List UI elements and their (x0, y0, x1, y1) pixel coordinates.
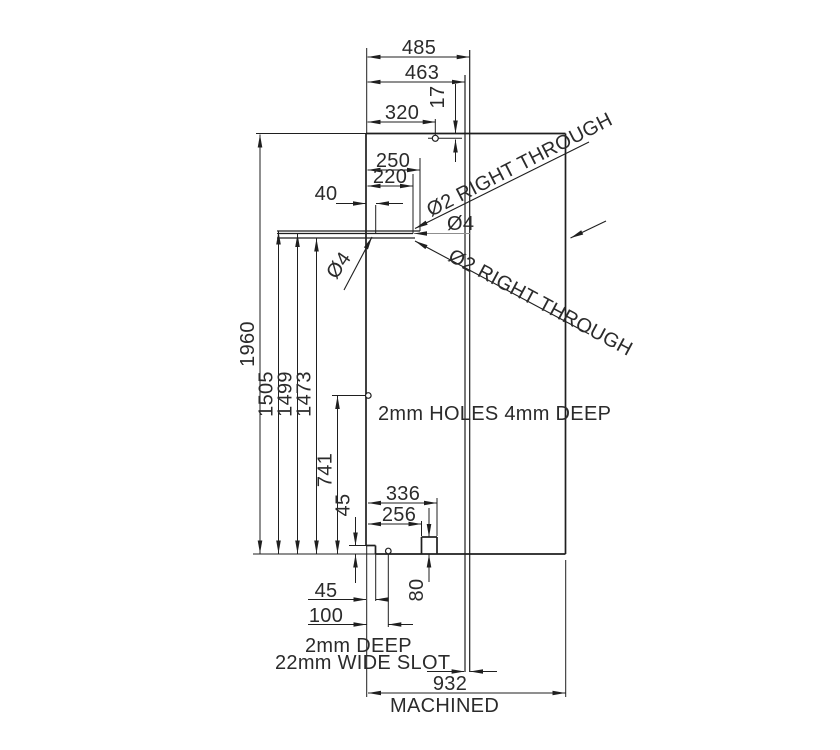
dimension-arrowhead (451, 669, 465, 674)
dimension-arrowhead (368, 690, 381, 696)
leader-dia2-lower (414, 240, 590, 335)
dim-45-vertical: 45 (333, 494, 355, 517)
dimension-arrowhead (426, 524, 432, 537)
dimension-arrowhead (257, 134, 263, 148)
dim-1505: 1505 (256, 371, 278, 417)
dimension-arrowhead (335, 540, 340, 554)
dim-256: 256 (382, 504, 416, 526)
dimension-arrowhead (257, 540, 263, 554)
note-dia4: Ø4 (447, 213, 474, 235)
dim-320: 320 (385, 102, 419, 124)
dimension-arrowhead (353, 201, 366, 206)
dimension-arrowhead (353, 532, 358, 546)
dimension-arrowhead (353, 622, 367, 627)
dimension-arrowhead (415, 220, 428, 229)
dim-1499: 1499 (275, 371, 297, 417)
dim-17: 17 (427, 86, 449, 109)
dimension-arrowhead (368, 521, 381, 527)
leader-dia2-upper (414, 141, 590, 229)
dimension-arrowhead (367, 79, 381, 85)
dimension-arrowhead (424, 500, 437, 506)
dimension-arrowhead (376, 201, 389, 206)
dimension-arrowhead (453, 139, 458, 153)
dim-1960: 1960 (237, 321, 259, 367)
dim-100: 100 (309, 605, 343, 627)
dimension-arrowhead (314, 540, 319, 554)
dimension-arrowhead (408, 521, 422, 527)
dimension-arrowhead (453, 120, 458, 134)
dim-463: 463 (405, 62, 439, 84)
note-machined: MACHINED (390, 695, 499, 717)
dimension-arrowhead (367, 167, 381, 173)
dim-220: 220 (373, 166, 407, 188)
dim-40: 40 (315, 183, 338, 205)
dimension-arrowhead (295, 540, 300, 554)
dimension-arrowhead (367, 119, 381, 125)
dimension-arrowhead (367, 183, 381, 189)
dim-80: 80 (406, 579, 428, 602)
dimension-arrowhead (470, 669, 483, 674)
dimension-arrowhead (570, 230, 584, 238)
dimension-arrowhead (552, 690, 566, 696)
dim-485: 485 (402, 37, 436, 59)
dimension-arrowhead (335, 396, 340, 409)
dimension-arrowhead (422, 119, 436, 125)
note-slot-depth: 2mm DEEP (305, 635, 412, 657)
dimension-arrowhead (456, 54, 470, 60)
dimension-arrowhead (363, 237, 372, 250)
dim-741: 741 (315, 453, 337, 487)
dimension-arrowhead (414, 231, 427, 236)
dimension-arrowhead (452, 79, 465, 85)
dimension-arrowhead (367, 54, 381, 60)
dimension-arrowhead (314, 238, 319, 252)
hole-top (431, 134, 439, 142)
dim-336: 336 (386, 483, 420, 505)
dim-45-bottom: 45 (315, 580, 338, 602)
dim-932: 932 (433, 673, 467, 695)
note-holes: 2mm HOLES 4mm DEEP (378, 403, 611, 425)
dim-250: 250 (376, 150, 410, 172)
dimension-arrowhead (375, 597, 389, 602)
dimension-arrowhead (407, 167, 420, 173)
hole-middle (364, 392, 372, 399)
dimension-arrowhead (276, 231, 281, 245)
dim-1473: 1473 (294, 371, 316, 417)
dimension-arrowhead (368, 500, 381, 506)
hole-bottom (384, 547, 392, 555)
dimension-arrowhead (295, 234, 300, 247)
note-slot-width: 22mm WIDE SLOT (275, 652, 450, 674)
dimension-arrowhead (353, 597, 367, 602)
dimension-arrowhead (353, 554, 358, 568)
dimension-arrowhead (400, 183, 413, 189)
dimension-arrowhead (388, 622, 402, 627)
dimension-arrowhead (426, 554, 432, 568)
dimension-arrowhead (276, 540, 281, 554)
dimension-arrowhead (415, 241, 428, 250)
